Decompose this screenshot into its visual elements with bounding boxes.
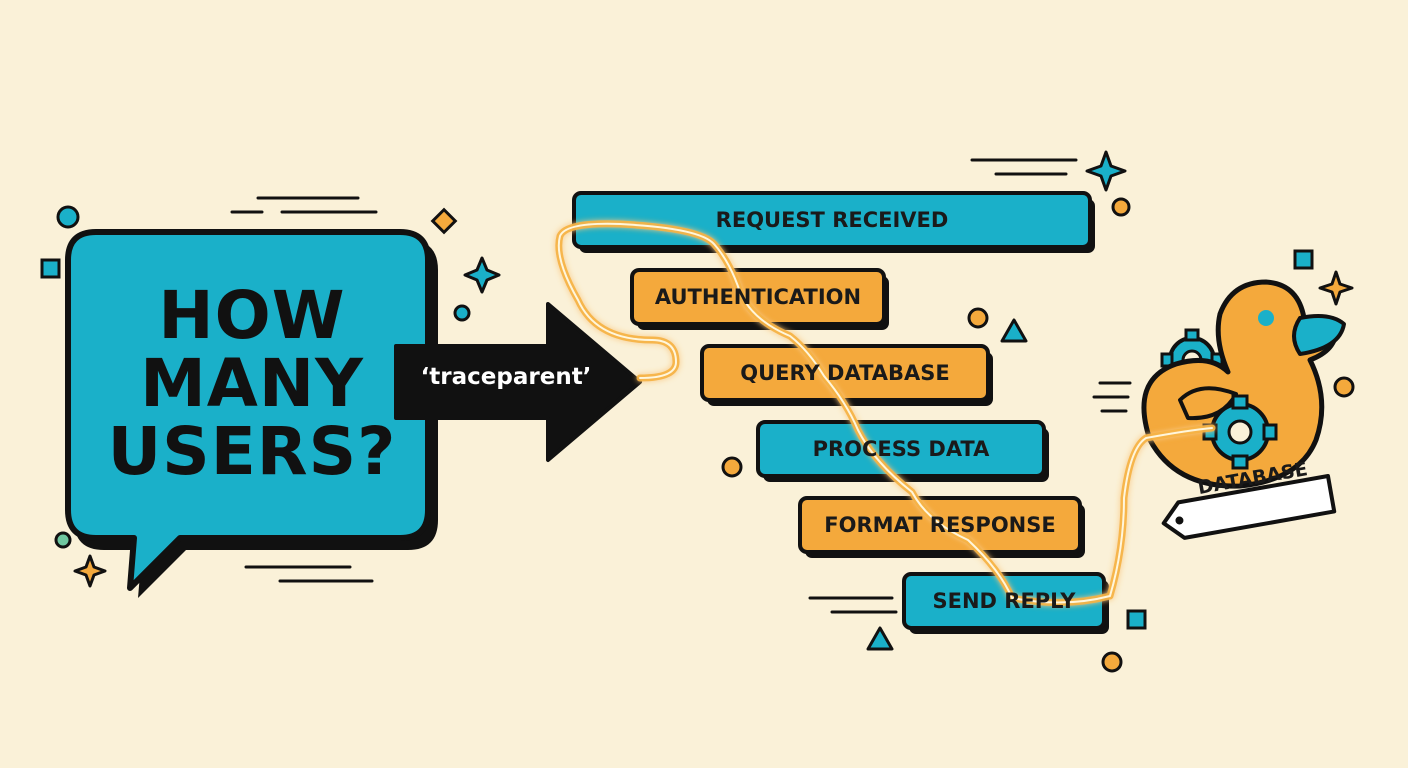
bubble-line: HOW (158, 277, 346, 354)
sparkle-icon (73, 554, 107, 588)
decorations-right (721, 150, 1355, 673)
dot-decoration (967, 307, 989, 329)
square-decoration (1293, 249, 1314, 270)
sparkle-icon (463, 256, 501, 294)
dot-decoration (1101, 651, 1123, 673)
step-request-received: REQUEST RECEIVED (715, 208, 949, 232)
step-process-data: PROCESS DATA (812, 437, 990, 461)
rubber-duck-icon (1141, 279, 1346, 540)
trace-line (555, 220, 1216, 606)
diamond-decoration (430, 207, 458, 235)
dot-decoration (54, 531, 72, 549)
step-authentication: AUTHENTICATION (654, 285, 862, 309)
step-query-database: QUERY DATABASE (740, 361, 950, 385)
step-send-reply: SEND REPLY (932, 589, 1076, 613)
dot-decoration (721, 456, 743, 478)
square-decoration (40, 258, 61, 279)
triangle-decoration (1000, 318, 1028, 343)
step-format-response: FORMAT RESPONSE (824, 513, 1056, 537)
decorations-left (40, 196, 501, 588)
square-decoration (1126, 609, 1147, 630)
sparkle-icon (1085, 150, 1127, 192)
database-tag (1161, 474, 1337, 540)
trace-steps (572, 191, 1109, 634)
step-bar (756, 420, 1046, 478)
sparkle-icon (1318, 270, 1354, 306)
dot-decoration (453, 304, 471, 322)
dot-decoration (1111, 197, 1131, 217)
bubble-line: USERS? (107, 413, 397, 490)
gear-icon (1202, 394, 1278, 470)
step-bar (630, 268, 886, 326)
bubble-question: HOW MANY USERS? (92, 282, 412, 486)
bubble-line: MANY (140, 345, 364, 422)
dot-decoration (1333, 376, 1355, 398)
dot-decoration (56, 205, 80, 229)
arrow-label: ‘traceparent’ (420, 364, 592, 390)
arrow-shape (394, 302, 642, 462)
speech-bubble (65, 229, 438, 598)
triangle-decoration (866, 626, 894, 651)
